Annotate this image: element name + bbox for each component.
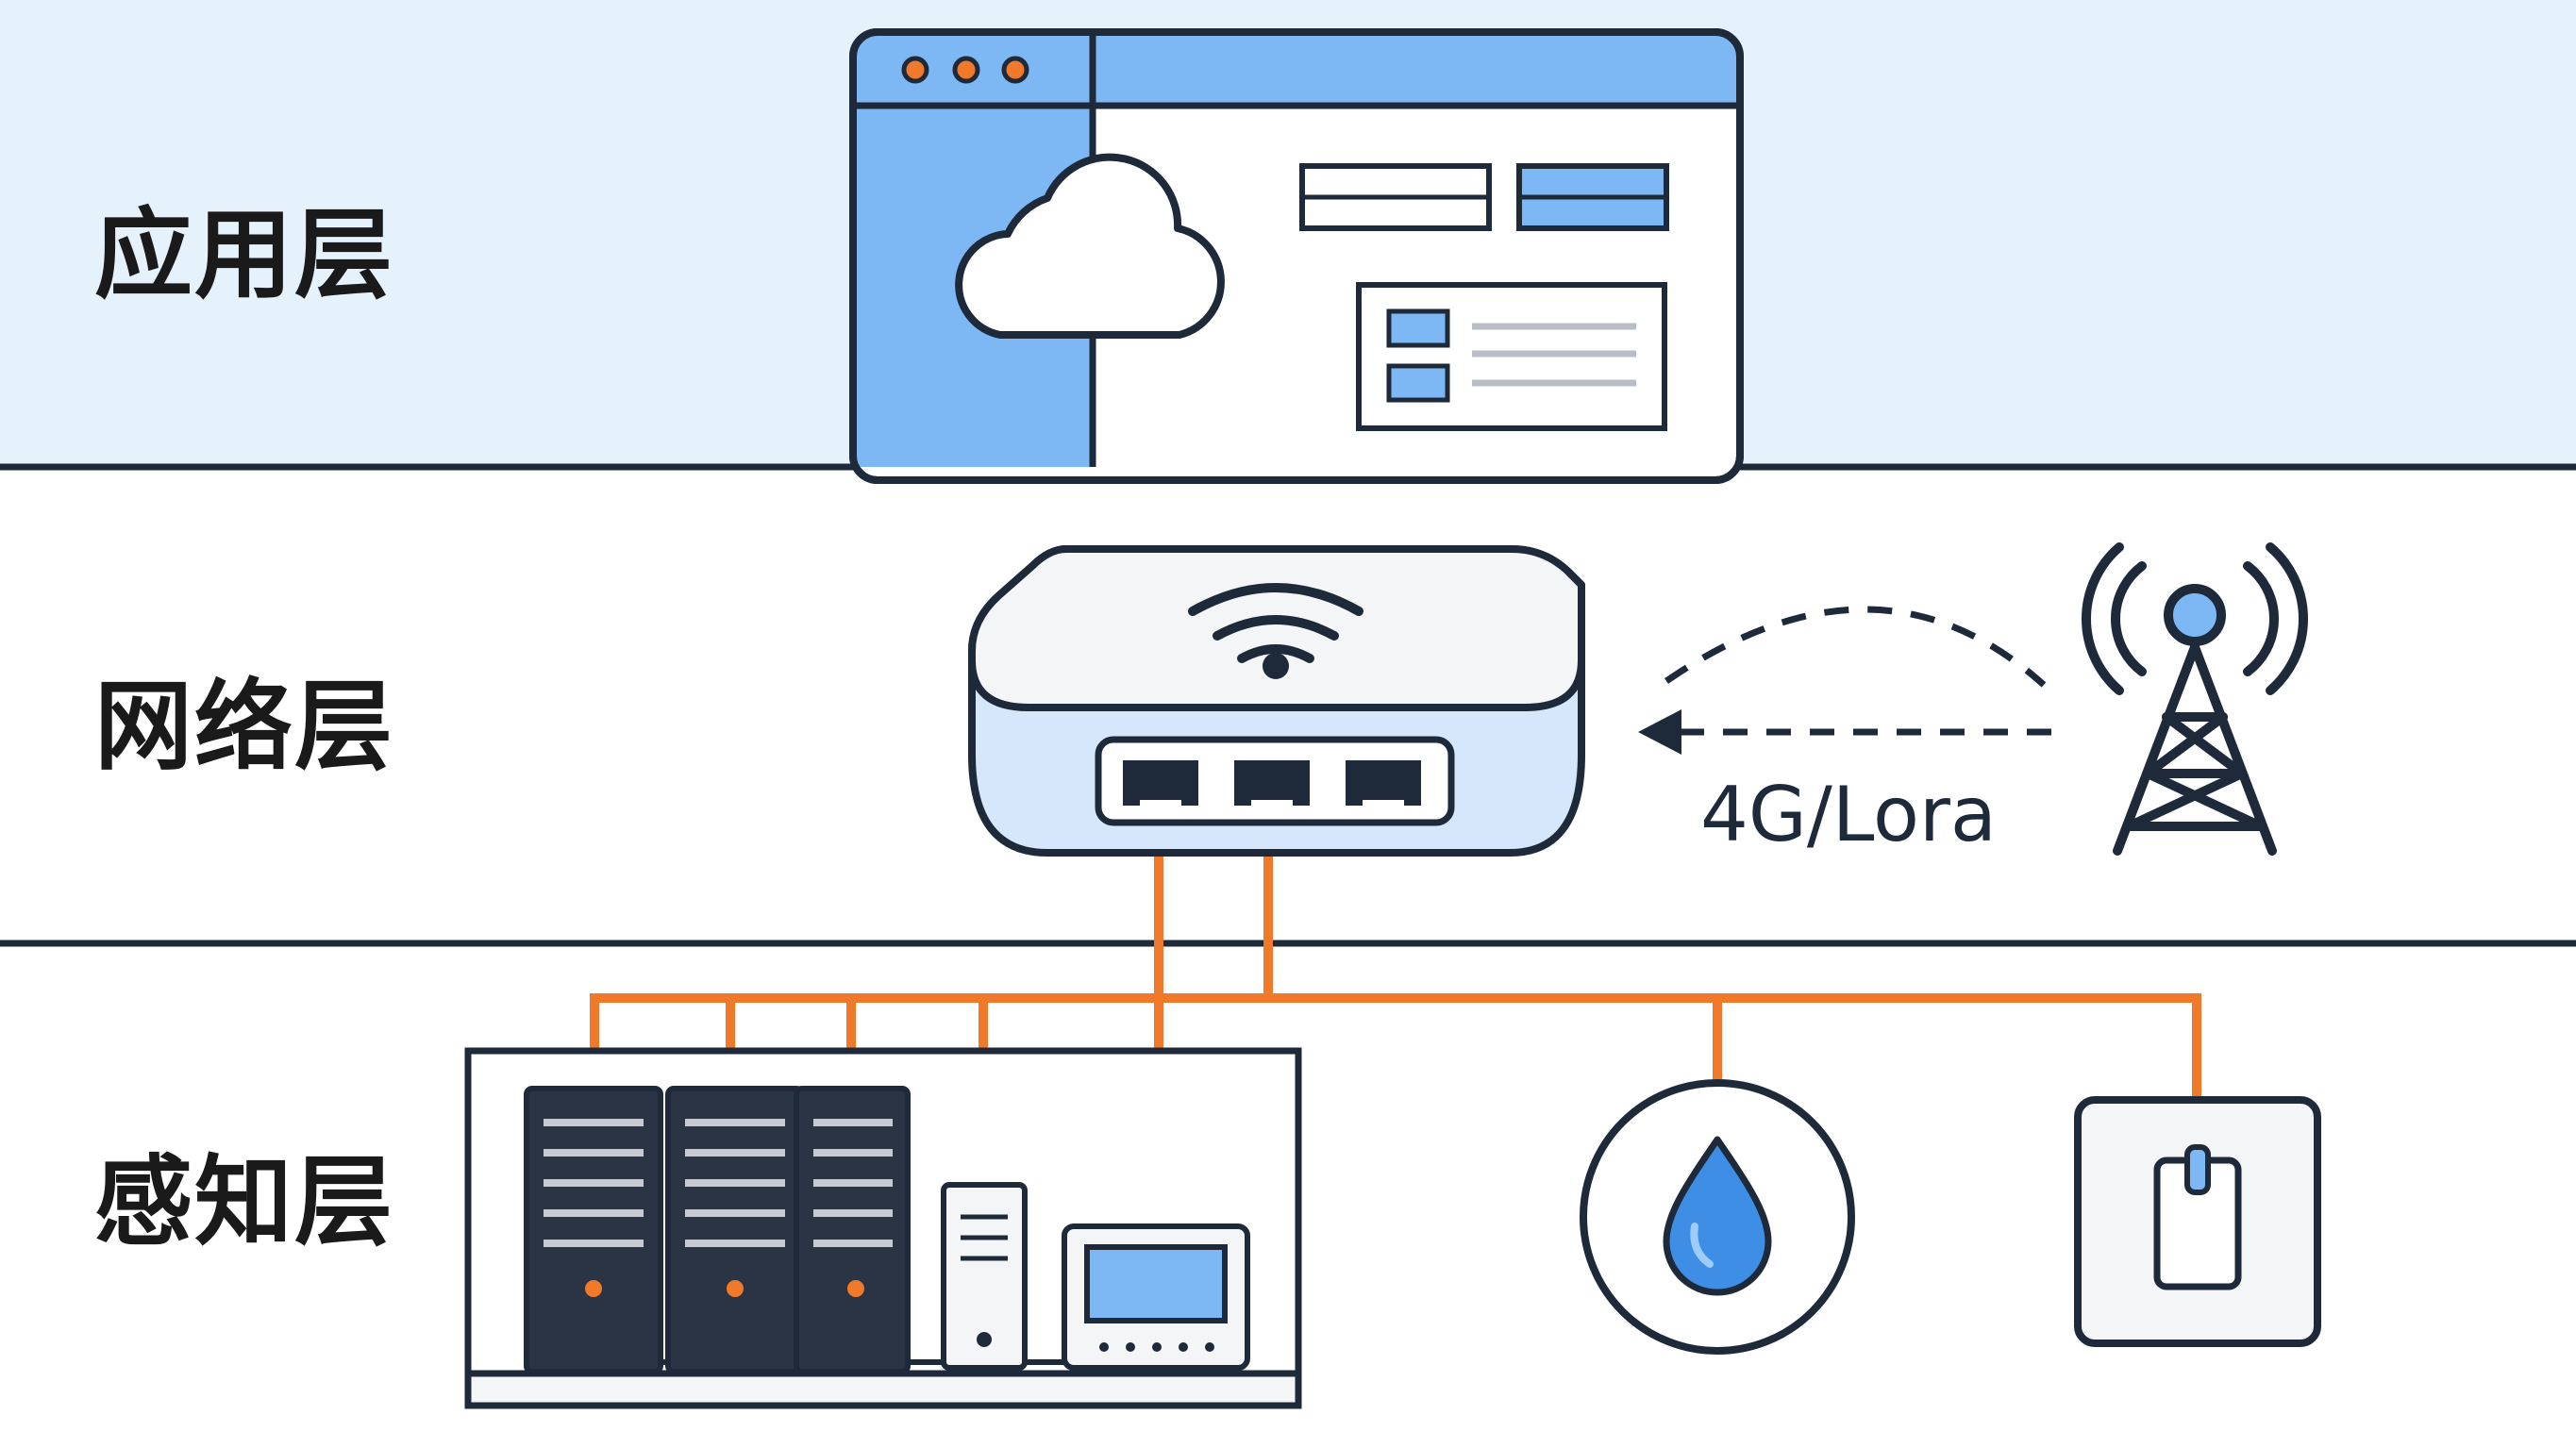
server-rack-icon <box>665 1086 805 1374</box>
wifi-router-icon <box>968 545 1585 857</box>
window-dot-icon <box>901 56 929 84</box>
network-layer-label: 网络层 <box>94 669 395 784</box>
wall-switch-icon <box>2074 1096 2321 1347</box>
ethernet-port-icon <box>1346 760 1421 806</box>
browser-window-icon <box>849 28 1744 484</box>
wireless-link-arrow <box>1638 606 2070 755</box>
wifi-dot <box>1263 653 1289 679</box>
window-dot-icon <box>1001 56 1029 84</box>
cloud-icon <box>955 153 1225 339</box>
arrowhead-icon <box>1638 709 1681 755</box>
control-panel-icon <box>1062 1223 1250 1371</box>
form-fields <box>1299 163 1669 231</box>
water-drop-icon <box>1580 1079 1855 1355</box>
server-rack-icon <box>794 1086 911 1374</box>
pc-tower-icon <box>941 1182 1028 1371</box>
application-layer-label: 应用层 <box>94 197 395 312</box>
ethernet-port-icon <box>1234 760 1310 806</box>
cell-tower-icon <box>2082 542 2308 856</box>
perception-layer-label: 感知层 <box>94 1144 395 1259</box>
ethernet-port-icon <box>1123 760 1198 806</box>
window-dot-icon <box>952 56 980 84</box>
wifi-icon <box>1188 583 1363 663</box>
wireless-link-label: 4G/Lora <box>1700 771 1997 858</box>
server-rack-icon <box>524 1086 663 1374</box>
content-card <box>1356 282 1667 431</box>
